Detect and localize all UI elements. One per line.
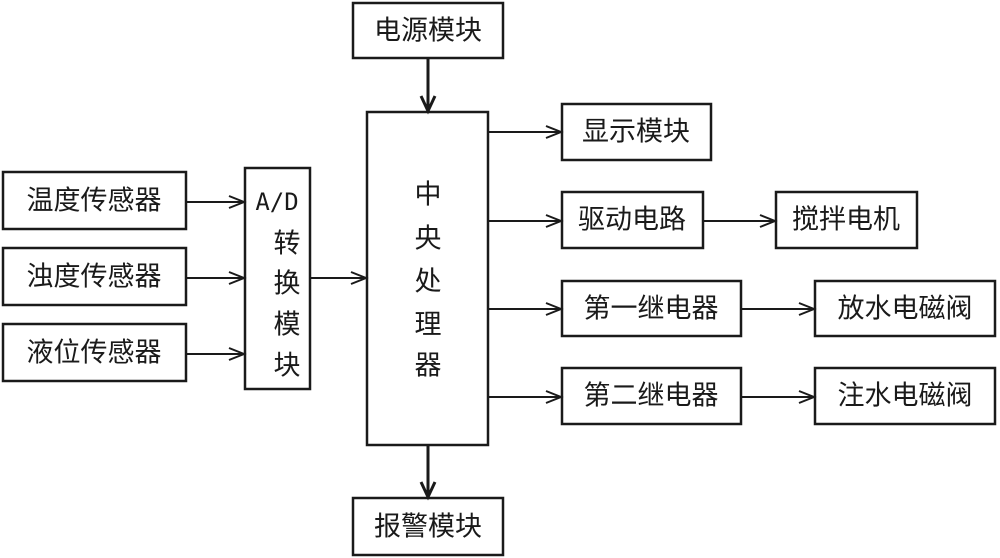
drain-solenoid-valve-label: 放水电磁阀 bbox=[838, 294, 973, 325]
temperature-sensor: 温度传感器 bbox=[1, 170, 188, 231]
arrow-head-icon bbox=[419, 95, 437, 115]
connector-turbidity-to-ad bbox=[186, 271, 247, 285]
connector-cpu-to-relay1 bbox=[488, 302, 564, 316]
arrow-head-icon bbox=[228, 347, 247, 361]
connector-cpu-to-alarm bbox=[419, 445, 437, 501]
connector-cpu-to-relay2 bbox=[488, 390, 564, 404]
turbidity-sensor: 浊度传感器 bbox=[1, 246, 188, 307]
connector-temp-to-ad bbox=[186, 195, 247, 209]
ad-label-1: 转 bbox=[274, 229, 301, 260]
arrow-head-icon bbox=[419, 481, 437, 501]
arrow-head-icon bbox=[545, 214, 564, 228]
connector-level-to-ad bbox=[186, 347, 247, 361]
ad-label-4: 块 bbox=[274, 351, 301, 382]
power-module-label: 电源模块 bbox=[374, 16, 482, 47]
arrow-head-icon bbox=[350, 271, 369, 285]
connector-cpu-to-driver bbox=[488, 214, 564, 228]
driver-circuit-label: 驱动电路 bbox=[578, 205, 686, 236]
arrow-head-icon bbox=[545, 390, 564, 404]
ad-label-3: 模 bbox=[274, 310, 301, 341]
fill-solenoid-valve: 注水电磁阀 bbox=[813, 366, 997, 426]
first-relay: 第一继电器 bbox=[560, 279, 743, 338]
alarm-module: 报警模块 bbox=[351, 496, 505, 557]
cpu-label-4: 器 bbox=[415, 351, 442, 382]
cpu-label-0: 中 bbox=[415, 180, 442, 211]
arrow-head-icon bbox=[228, 271, 247, 285]
arrow-head-icon bbox=[545, 302, 564, 316]
arrow-head-icon bbox=[798, 302, 817, 316]
display-module-label: 显示模块 bbox=[582, 117, 690, 148]
connector-cpu-to-display bbox=[488, 125, 564, 139]
turbidity-sensor-label: 浊度传感器 bbox=[27, 262, 162, 293]
arrow-head-icon bbox=[545, 125, 564, 139]
ad-converter-module: A/D 转 换 模 块 bbox=[243, 166, 312, 391]
second-relay-label: 第二继电器 bbox=[584, 381, 719, 412]
arrow-head-icon bbox=[798, 390, 817, 404]
power-module: 电源模块 bbox=[351, 1, 505, 60]
temperature-sensor-label: 温度传感器 bbox=[27, 186, 162, 217]
connector-relay2-to-fill-valve bbox=[741, 390, 817, 404]
first-relay-label: 第一继电器 bbox=[584, 294, 719, 325]
fill-solenoid-valve-label: 注水电磁阀 bbox=[838, 381, 973, 412]
second-relay: 第二继电器 bbox=[560, 366, 743, 426]
cpu-label-3: 理 bbox=[415, 310, 442, 341]
ad-label-0: A/D bbox=[255, 188, 298, 216]
stirring-motor: 搅拌电机 bbox=[774, 190, 919, 250]
cpu-label-2: 处 bbox=[415, 267, 442, 298]
drain-solenoid-valve: 放水电磁阀 bbox=[813, 279, 997, 338]
ad-label-2: 换 bbox=[274, 269, 301, 300]
stirring-motor-label: 搅拌电机 bbox=[792, 205, 900, 236]
connector-relay1-to-drain-valve bbox=[741, 302, 817, 316]
level-sensor: 液位传感器 bbox=[1, 322, 188, 383]
display-module: 显示模块 bbox=[560, 102, 713, 162]
arrow-head-icon bbox=[759, 214, 778, 228]
alarm-module-label: 报警模块 bbox=[374, 512, 482, 543]
connector-ad-to-cpu bbox=[310, 271, 369, 285]
connector-driver-to-motor bbox=[703, 214, 778, 228]
level-sensor-label: 液位传感器 bbox=[27, 338, 162, 369]
arrow-head-icon bbox=[228, 195, 247, 209]
central-processor: 中 央 处 理 器 bbox=[365, 110, 490, 447]
cpu-label-1: 央 bbox=[415, 224, 442, 255]
driver-circuit: 驱动电路 bbox=[560, 190, 705, 250]
connector-power-to-cpu bbox=[419, 58, 437, 115]
